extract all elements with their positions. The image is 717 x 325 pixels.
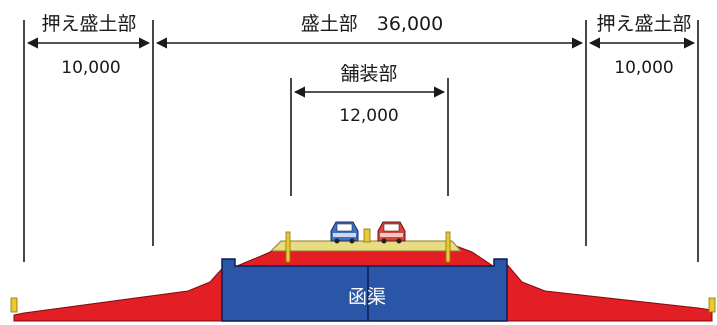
dimension-lines bbox=[23, 20, 699, 262]
center-marker bbox=[363, 228, 371, 243]
car-red bbox=[377, 221, 406, 244]
left-section-title: 押え盛土部 bbox=[41, 13, 136, 35]
right-section-title: 押え盛土部 bbox=[596, 13, 691, 35]
left-counterweight-fill bbox=[13, 260, 229, 322]
culvert-label: 函渠 bbox=[348, 286, 386, 308]
right-section-width: 10,000 bbox=[614, 58, 673, 78]
guard-post-right bbox=[445, 231, 451, 263]
edge-post-left bbox=[10, 297, 18, 313]
dimension-labels: 押え盛土部 10,000 盛土部 36,000 舗装部 12,000 押え盛土部… bbox=[41, 13, 691, 126]
guard-posts bbox=[10, 228, 716, 313]
box-culvert: 函渠 bbox=[221, 258, 508, 322]
pavement-title: 舗装部 bbox=[340, 63, 397, 85]
right-counterweight-fill bbox=[504, 260, 713, 322]
left-section-width: 10,000 bbox=[61, 58, 120, 78]
car-blue bbox=[330, 221, 359, 244]
embankment-title: 盛土部 36,000 bbox=[301, 13, 443, 35]
culvert-block bbox=[221, 258, 508, 322]
guard-post-left bbox=[285, 231, 291, 263]
pavement-width: 12,000 bbox=[339, 106, 398, 126]
pavement-layer bbox=[269, 240, 463, 252]
edge-post-right bbox=[708, 297, 716, 313]
